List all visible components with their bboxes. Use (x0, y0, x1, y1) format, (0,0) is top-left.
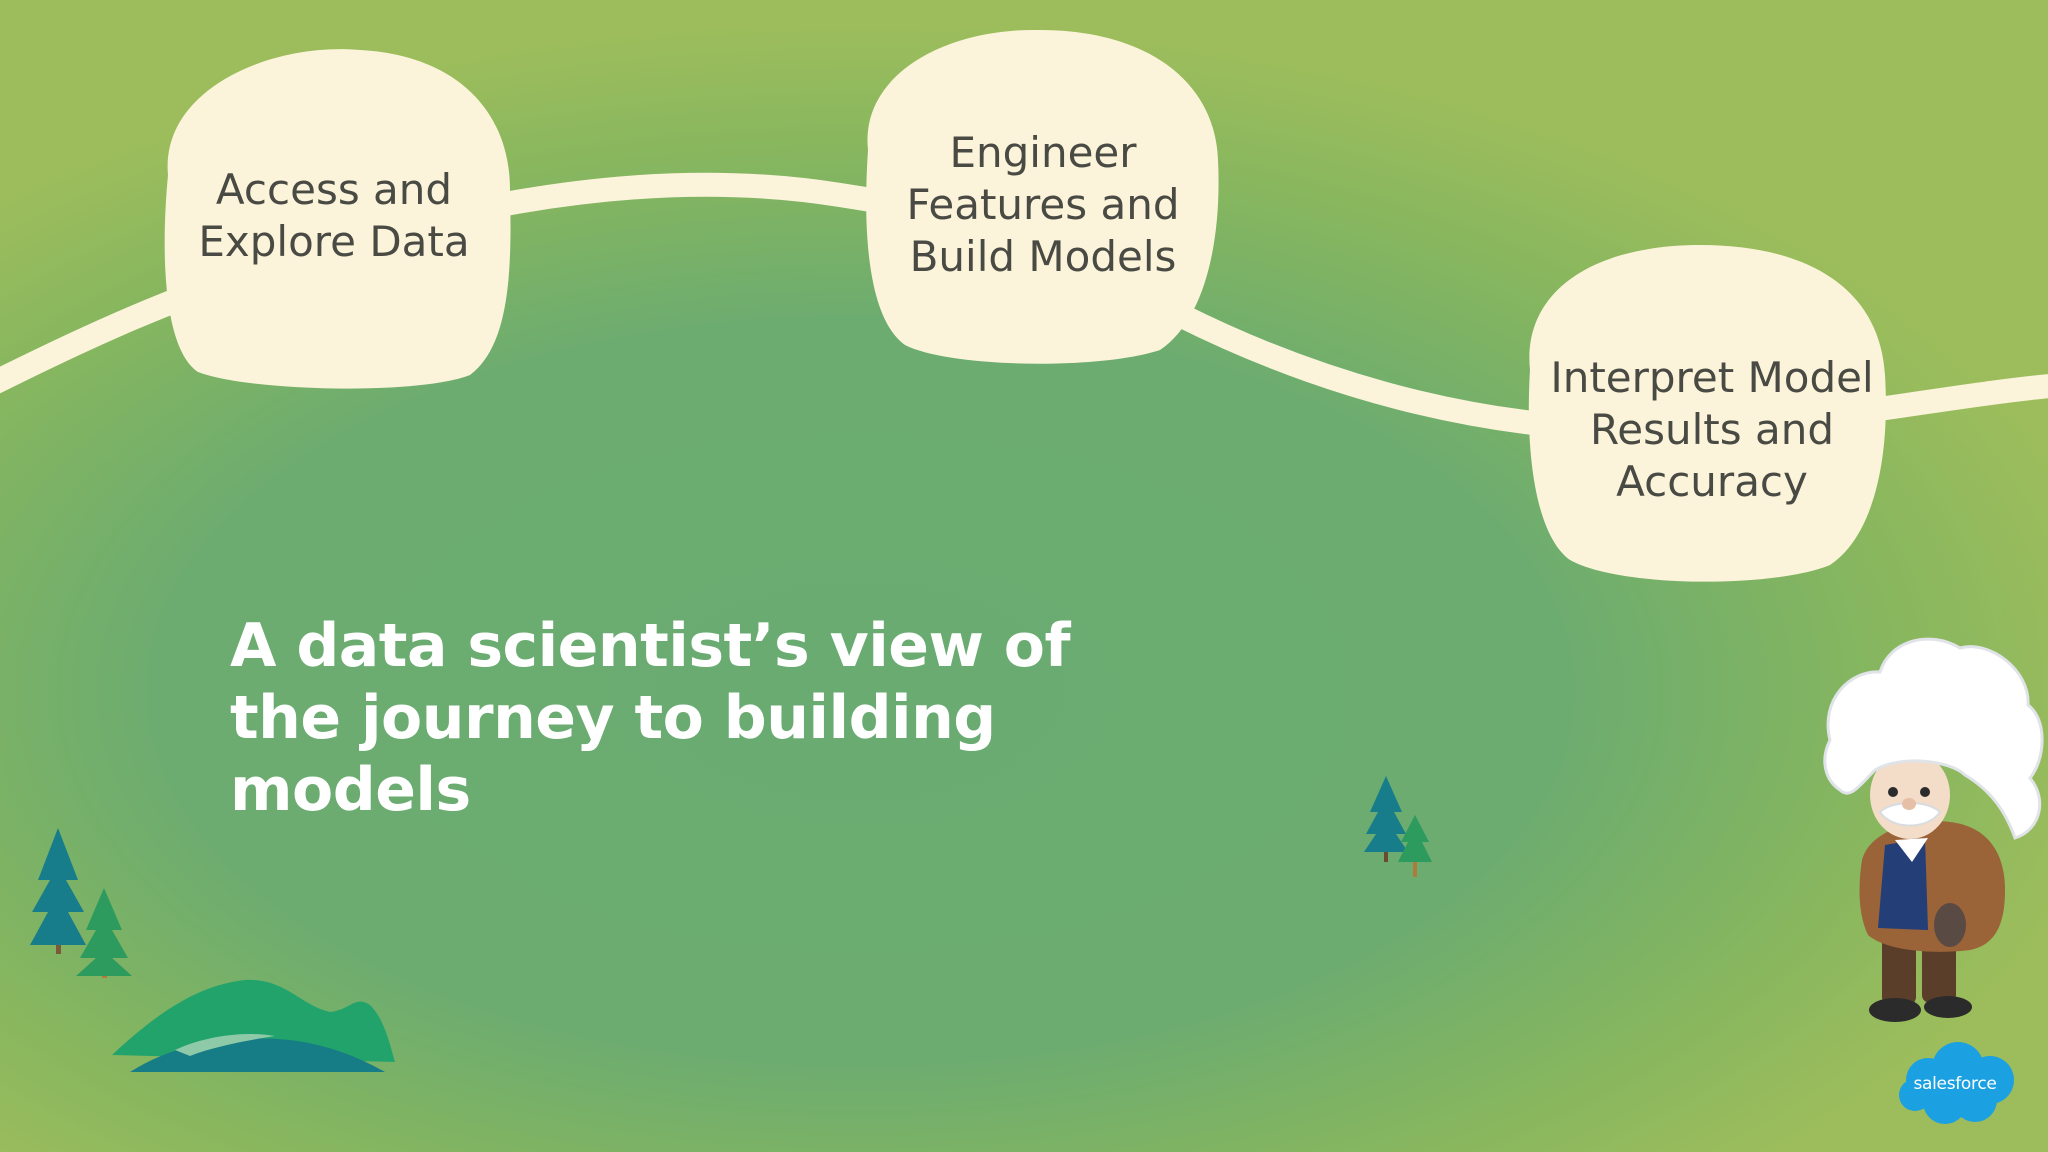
hills-icon (112, 979, 395, 1072)
pine-trees-icon (30, 828, 132, 978)
step-label-access-explore: Access and Explore Data (184, 164, 484, 268)
step-3-line-3: Accuracy (1616, 457, 1808, 506)
step-label-interpret-results: Interpret Model Results and Accuracy (1532, 352, 1892, 508)
step-1-line-1: Access and (215, 165, 453, 214)
salesforce-logo: salesforce (1900, 1048, 2010, 1124)
mascot-scientist-icon (1823, 637, 2044, 1022)
step-3-line-1: Interpret Model (1550, 353, 1874, 402)
step-bubble-2 (866, 29, 1219, 364)
step-2-line-3: Build Models (909, 232, 1177, 281)
step-2-line-1: Engineer (949, 128, 1137, 177)
headline-line-1: A data scientist’s view of (230, 611, 1071, 681)
step-3-line-2: Results and (1589, 405, 1835, 454)
pine-trees-small-icon (1364, 776, 1432, 877)
step-label-engineer-build: Engineer Features and Build Models (893, 127, 1193, 283)
salesforce-cloud-logo (1899, 1042, 2014, 1124)
salesforce-logo-text: salesforce (1913, 1074, 1997, 1094)
step-2-line-2: Features and (906, 180, 1180, 229)
step-bubble-1 (164, 49, 511, 389)
slide-headline: A data scientist’s view of the journey t… (230, 610, 1071, 826)
headline-line-2: the journey to building (230, 683, 996, 753)
step-bubble-3 (1528, 245, 1886, 582)
step-1-line-2: Explore Data (198, 217, 470, 266)
headline-line-3: models (230, 755, 471, 825)
